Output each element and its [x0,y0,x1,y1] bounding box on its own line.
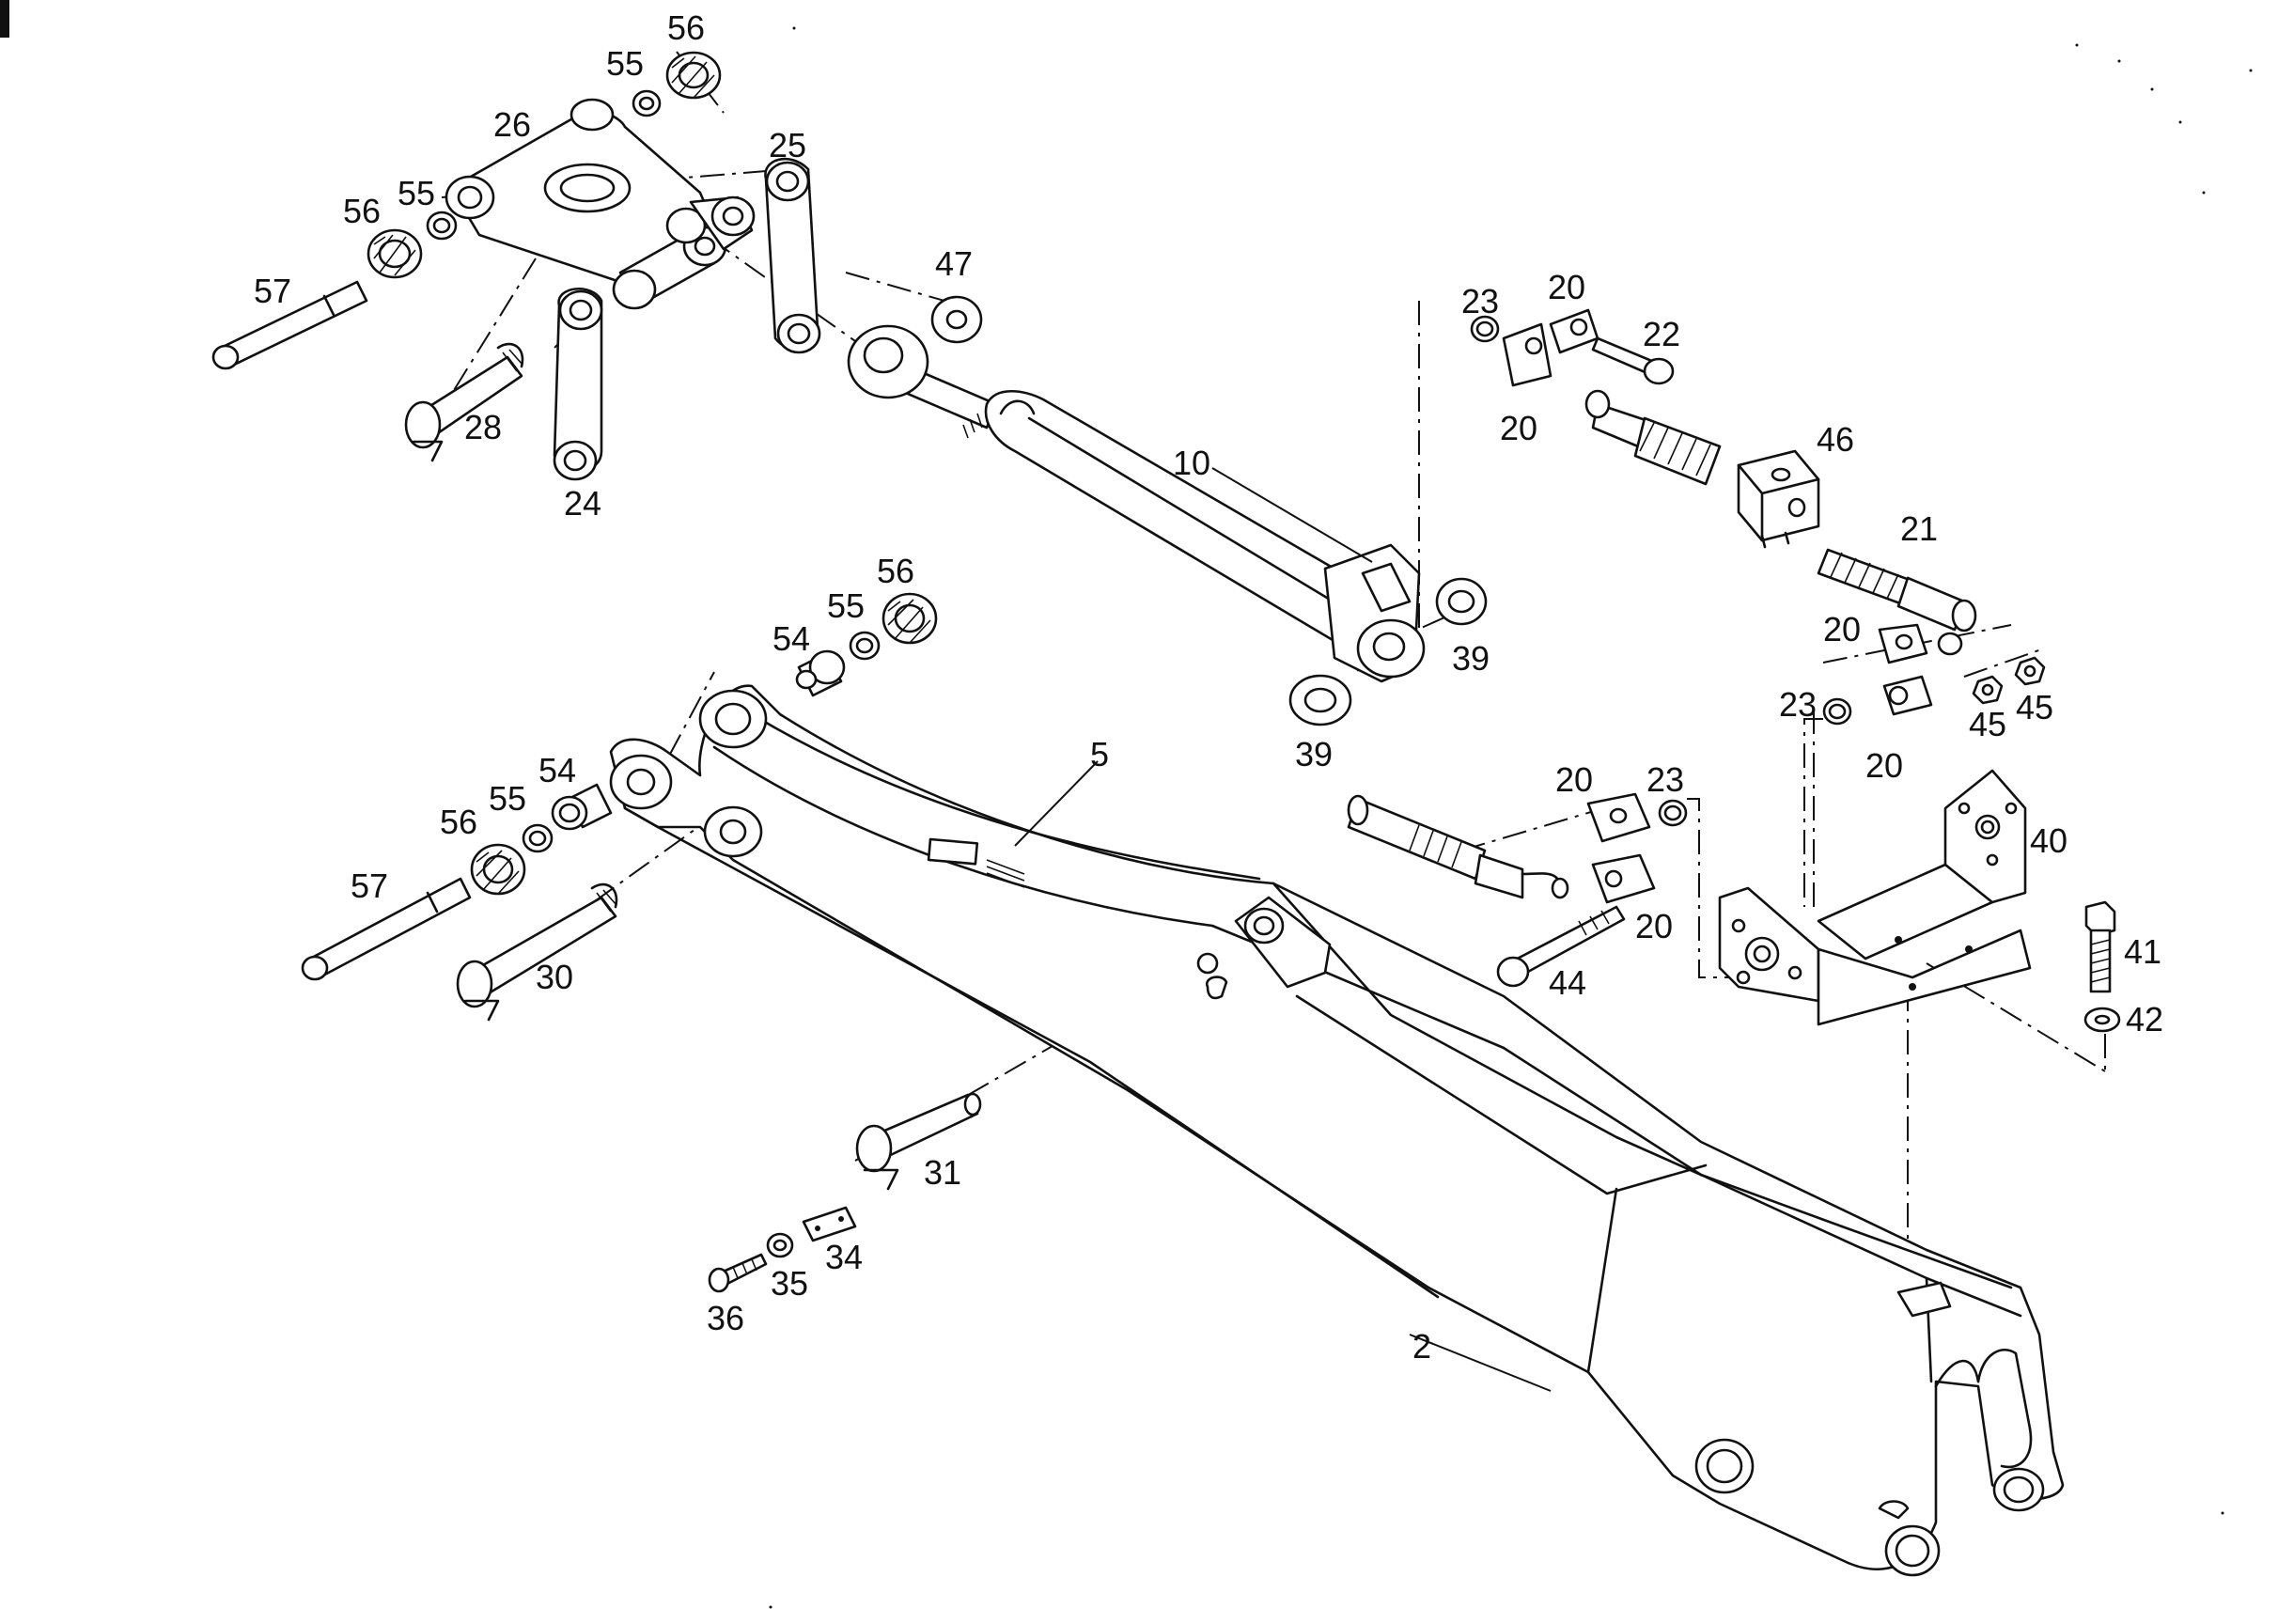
washer-35 [766,1232,794,1258]
hose-fitting-top [1584,389,1722,486]
label-54a: 54 [772,619,810,658]
label-39a: 39 [1452,639,1490,678]
label-34: 34 [825,1238,863,1276]
clamp-20-top [1502,308,1599,387]
nut-45-a [1972,675,2004,705]
label-20b: 20 [1500,409,1537,447]
label-56b: 56 [343,192,381,230]
bolt-41 [2084,900,2116,993]
washer-39-b [1288,674,1352,726]
bushing-56-d [470,843,526,896]
clamp-20-low [1586,792,1656,904]
label-5: 5 [1090,735,1109,773]
o-ring-23-a [1470,315,1500,343]
bolt-22 [1591,336,1675,385]
pin-30 [456,882,618,1022]
pin-57-top [211,280,368,370]
label-55a: 55 [606,44,644,83]
bushing-56-a [367,228,423,279]
label-42: 42 [2126,1000,2163,1038]
hose-21 [1817,548,1977,656]
label-57b: 57 [351,867,388,905]
label-20d: 20 [1865,746,1903,785]
label-55d: 55 [489,779,526,818]
bushing-54-a [795,649,846,697]
label-10: 10 [1173,444,1210,482]
label-39b: 39 [1295,735,1333,773]
label-45a: 45 [1969,705,2006,743]
washer-55-a [426,211,458,241]
washer-55-b [632,89,662,117]
label-30: 30 [536,958,573,996]
bushing-56-b [665,51,722,100]
label-56c: 56 [877,552,914,590]
washer-55-c [849,631,881,661]
label-56a: 56 [667,8,705,47]
label-23c: 23 [1646,760,1684,799]
link-24 [553,288,603,481]
label-56d: 56 [440,803,477,841]
label-21: 21 [1900,509,1938,548]
pin-28 [404,342,524,462]
label-22: 22 [1643,315,1680,353]
label-47: 47 [935,244,973,283]
label-54b: 54 [538,751,576,789]
bolt-36 [708,1253,768,1293]
bracket-40 [1718,769,2032,1026]
label-45b: 45 [2016,688,2053,726]
label-20f: 20 [1635,907,1673,945]
label-40: 40 [2030,821,2067,860]
corner-mark [0,0,9,38]
boom-arm [609,684,2065,1577]
label-55b: 55 [398,174,435,212]
hydraulic-cylinder [847,324,1426,683]
label-31: 31 [924,1153,961,1192]
o-ring-23-c [1658,799,1688,827]
washer-39-a [1435,577,1488,626]
label-41: 41 [2124,932,2161,971]
label-46: 46 [1817,420,1854,459]
o-ring-23-b [1822,697,1852,726]
label-23a: 23 [1461,282,1499,320]
label-2: 2 [1412,1327,1431,1366]
bolt-44 [1496,905,1626,988]
pin-31 [855,1092,982,1191]
part-numbers: 56 55 26 56 55 25 57 47 28 24 10 23 20 2… [254,8,2163,1366]
label-20e: 20 [1555,760,1593,799]
label-20a: 20 [1548,268,1585,306]
clamp-20-mid [1878,623,1933,716]
block-46 [1737,449,1820,549]
label-35: 35 [771,1264,808,1303]
label-44: 44 [1549,963,1586,1002]
label-23b: 23 [1779,685,1817,724]
label-20c: 20 [1823,610,1861,648]
link-assembly [445,98,756,310]
nut-45-b [2014,656,2046,686]
label-24: 24 [564,484,601,523]
hose-lower [1347,794,1569,899]
label-55c: 55 [827,586,865,625]
label-57a: 57 [254,272,291,310]
label-36: 36 [707,1299,744,1337]
bushing-56-c [882,592,938,645]
bushing-54-b [551,783,613,831]
label-26: 26 [493,105,531,144]
label-25: 25 [769,126,806,164]
link-25 [764,157,821,354]
pin-57-bottom [301,877,472,981]
washer-55-d [522,823,554,853]
scan-specks [769,26,2253,1609]
label-28: 28 [464,408,502,446]
washer-47 [930,295,983,344]
leader-lines [1014,467,1552,1392]
plate-34 [802,1206,857,1242]
washer-42 [2083,1007,2121,1033]
